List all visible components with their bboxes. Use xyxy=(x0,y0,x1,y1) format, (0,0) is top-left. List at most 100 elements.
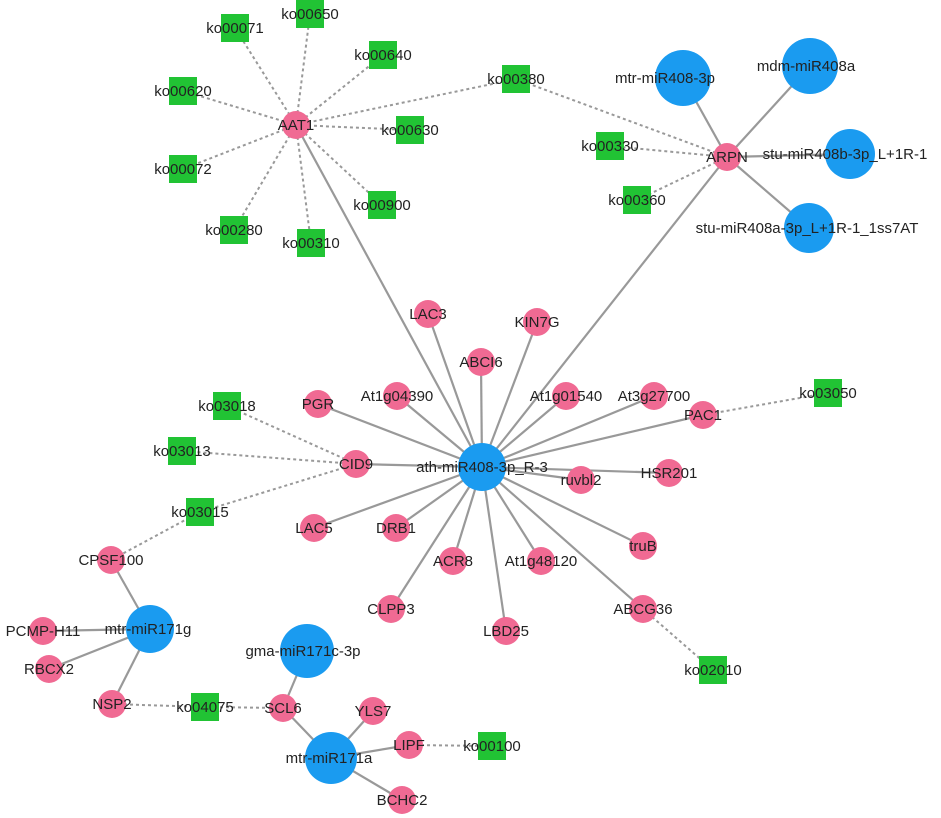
edge-aat1-to-ko00900 xyxy=(295,124,383,206)
edge-aat1-to-ko00650 xyxy=(295,13,311,126)
node-label-acr8: ACR8 xyxy=(433,553,473,570)
node-label-drb1: DRB1 xyxy=(376,520,416,537)
node-label-nsp2: NSP2 xyxy=(92,696,131,713)
edge-aat1-to-ko00071 xyxy=(234,27,297,126)
node-label-scl6: SCL6 xyxy=(264,700,302,717)
node-gene-cpsf100 xyxy=(97,546,125,574)
node-gene-abci6 xyxy=(467,348,495,376)
edge-arpn-to-ko00380 xyxy=(515,78,728,158)
node-pathway-ko03050 xyxy=(814,379,842,407)
node-pathway-ko03018 xyxy=(213,392,241,420)
node-label-ko00630: ko00630 xyxy=(381,122,439,139)
edge-ath-mir408-3p-r-3-to-clpp3 xyxy=(390,466,483,610)
node-pathway-ko00900 xyxy=(368,191,396,219)
node-mirna-stu-mir408a-3p-l-1r-1-1ss7at xyxy=(784,203,834,253)
node-label-clpp3: CLPP3 xyxy=(367,601,415,618)
edge-ath-mir408-3p-r-3-to-at3g27700 xyxy=(481,394,655,469)
node-gene-lac5 xyxy=(300,514,328,542)
node-label-ko00072: ko00072 xyxy=(154,161,212,178)
edges-layer xyxy=(42,13,851,801)
node-label-ko00900: ko00900 xyxy=(353,197,411,214)
edge-arpn-to-ko00330 xyxy=(609,145,728,158)
node-pathway-ko04075 xyxy=(191,693,219,721)
node-label-ko03018: ko03018 xyxy=(198,398,256,415)
node-label-kin7g: KIN7G xyxy=(514,314,559,331)
node-label-ko00650: ko00650 xyxy=(281,6,339,23)
node-label-mtr-mir408-3p: mtr-miR408-3p xyxy=(615,70,715,87)
node-label-ko00280: ko00280 xyxy=(205,222,263,239)
node-label-ko00330: ko00330 xyxy=(581,138,639,155)
node-mirna-mdm-mir408a xyxy=(782,38,838,94)
node-label-mdm-mir408a: mdm-miR408a xyxy=(757,58,856,75)
node-gene-pac1 xyxy=(689,401,717,429)
node-label-at1g04390: At1g04390 xyxy=(361,388,434,405)
node-label-at1g01540: At1g01540 xyxy=(530,388,603,405)
node-label-cpsf100: CPSF100 xyxy=(78,552,143,569)
edge-aat1-to-ko00620 xyxy=(182,90,297,126)
node-label-ko00380: ko00380 xyxy=(487,71,545,88)
node-label-mtr-mir171a: mtr-miR171a xyxy=(286,750,373,767)
node-pathway-ko00310 xyxy=(297,229,325,257)
node-label-ko02010: ko02010 xyxy=(684,662,742,679)
node-label-ko00310: ko00310 xyxy=(282,235,340,252)
node-label-rbcx2: RBCX2 xyxy=(24,661,74,678)
node-mirna-gma-mir171c-3p xyxy=(280,624,334,678)
node-label-at3g27700: At3g27700 xyxy=(618,388,691,405)
node-label-ko00071: ko00071 xyxy=(206,20,264,37)
node-gene-abcg36 xyxy=(629,595,657,623)
edge-ath-mir408-3p-r-3-to-lbd25 xyxy=(480,466,508,632)
node-pathway-ko00650 xyxy=(296,0,324,28)
node-pathway-ko02010 xyxy=(699,656,727,684)
node-label-ko00100: ko00100 xyxy=(463,738,521,755)
node-pathway-ko00380 xyxy=(502,65,530,93)
node-gene-pgr xyxy=(304,390,332,418)
node-mirna-stu-mir408b-3p-l-1r-1 xyxy=(825,129,875,179)
node-gene-acr8 xyxy=(439,547,467,575)
edge-aat1-to-ko00640 xyxy=(295,54,384,126)
node-pathway-ko00071 xyxy=(221,14,249,42)
node-gene-at3g27700 xyxy=(640,382,668,410)
edge-ko03015-to-cpsf100 xyxy=(110,511,201,561)
node-mirna-ath-mir408-3p-r-3 xyxy=(458,443,506,491)
node-label-lac3: LAC3 xyxy=(409,306,447,323)
node-gene-yls7 xyxy=(359,697,387,725)
edge-aat1-to-ko00280 xyxy=(233,124,297,231)
edge-ath-mir408-3p-r-3-to-aat1 xyxy=(295,124,483,468)
node-label-hsr201: HSR201 xyxy=(641,465,698,482)
node-label-stu-mir408a-3p-l-1r-1-1ss7at: stu-miR408a-3p_L+1R-1_1ss7AT xyxy=(696,220,919,237)
nodes-layer xyxy=(29,0,875,814)
node-gene-lipf xyxy=(395,731,423,759)
node-label-gma-mir171c-3p: gma-miR171c-3p xyxy=(245,643,360,660)
node-pathway-ko00100 xyxy=(478,732,506,760)
node-label-ko00640: ko00640 xyxy=(354,47,412,64)
node-gene-aat1 xyxy=(282,111,310,139)
node-gene-ruvbl2 xyxy=(567,466,595,494)
node-gene-clpp3 xyxy=(377,595,405,623)
node-label-lbd25: LBD25 xyxy=(483,623,529,640)
node-label-abcg36: ABCG36 xyxy=(613,601,672,618)
edge-aat1-to-ko00072 xyxy=(182,124,297,170)
node-gene-kin7g xyxy=(523,308,551,336)
node-label-mtr-mir171g: mtr-miR171g xyxy=(105,621,192,638)
node-label-pac1: PAC1 xyxy=(684,407,722,424)
edge-arpn-to-ko00360 xyxy=(636,156,728,201)
node-label-lipf: LIPF xyxy=(393,737,425,754)
node-gene-lbd25 xyxy=(492,617,520,645)
edge-aat1-to-ko00310 xyxy=(295,124,312,244)
node-label-ko00360: ko00360 xyxy=(608,192,666,209)
node-pathway-ko00280 xyxy=(220,216,248,244)
node-pathway-ko00360 xyxy=(623,186,651,214)
node-label-ko00620: ko00620 xyxy=(154,83,212,100)
node-pathway-ko00640 xyxy=(369,41,397,69)
node-pathway-ko00620 xyxy=(169,77,197,105)
node-label-pgr: PGR xyxy=(302,396,335,413)
edge-ath-mir408-3p-r-3-to-trub xyxy=(481,466,644,547)
node-gene-drb1 xyxy=(382,514,410,542)
node-label-arpn: ARPN xyxy=(706,149,748,166)
node-mirna-mtr-mir171g xyxy=(126,605,174,653)
node-gene-lac3 xyxy=(414,300,442,328)
node-label-lac5: LAC5 xyxy=(295,520,333,537)
node-label-pcmp-h11: PCMP-H11 xyxy=(6,623,81,640)
node-gene-pcmp-h11 xyxy=(29,617,57,645)
